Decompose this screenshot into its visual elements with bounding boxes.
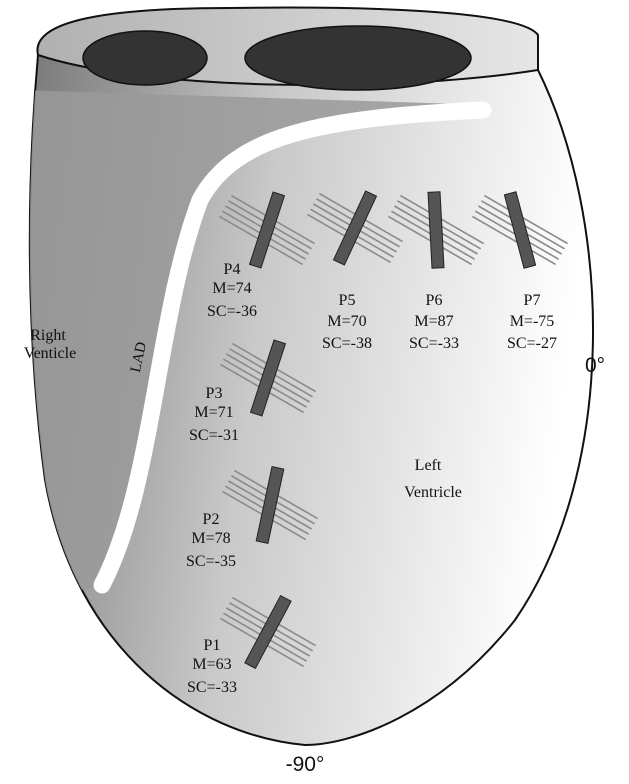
patch-p5-label: P5 xyxy=(339,292,356,309)
right-ventricle-label-line2: Venticle xyxy=(24,345,76,362)
patch-p4-sc: SC=-36 xyxy=(207,303,257,320)
patch-p1-label: P1 xyxy=(204,637,221,654)
patch-p3-sc: SC=-31 xyxy=(189,427,239,444)
patch-p3-m: M=71 xyxy=(194,404,233,421)
patch-p6-sc: SC=-33 xyxy=(409,335,459,352)
angle-0-label: 0° xyxy=(585,354,605,377)
patch-p7-m: M=-75 xyxy=(510,313,555,330)
patch-p7-sc: SC=-27 xyxy=(507,335,557,352)
patch-p3-label: P3 xyxy=(206,385,223,402)
vessel-opening-right xyxy=(245,26,471,90)
patch-p5-m: M=70 xyxy=(327,313,366,330)
vessel-opening-left xyxy=(83,31,207,85)
patch-p2-label: P2 xyxy=(203,511,220,528)
patch-p7-label: P7 xyxy=(524,292,541,309)
patch-p4-label: P4 xyxy=(224,261,241,278)
patch-p1-sc: SC=-33 xyxy=(187,679,237,696)
right-ventricle-label-line1: Right xyxy=(30,327,66,344)
patch-p2-m: M=78 xyxy=(191,530,230,547)
patch-p4-m: M=74 xyxy=(212,280,251,297)
left-ventricle-label-line1: Left xyxy=(415,457,442,474)
patch-p6-label: P6 xyxy=(426,292,443,309)
patch-p1-m: M=63 xyxy=(192,656,231,673)
patch-p2-sc: SC=-35 xyxy=(186,553,236,570)
patch-p6-m: M=87 xyxy=(414,313,453,330)
angle-minus-90-label: -90° xyxy=(286,753,325,776)
patch-p5-sc: SC=-38 xyxy=(322,335,372,352)
left-ventricle-label-line2: Ventricle xyxy=(404,484,462,501)
